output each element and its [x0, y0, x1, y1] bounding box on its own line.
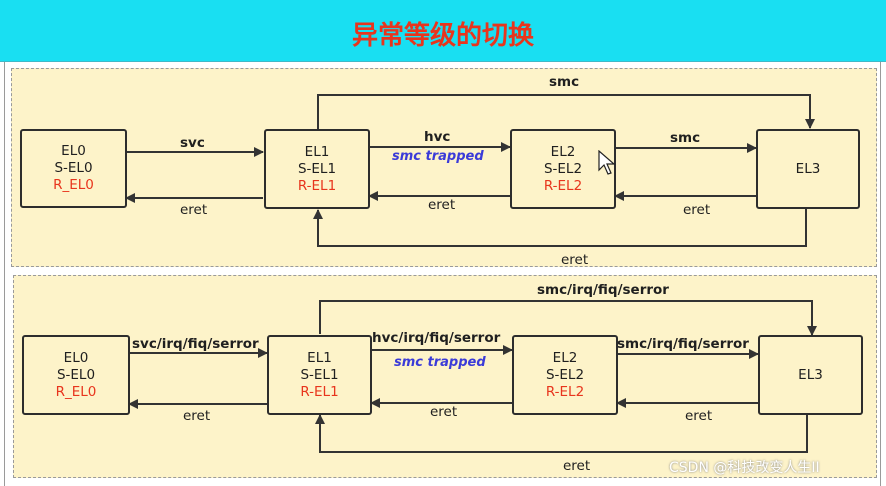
- label-smc-el2-el3: smc: [670, 130, 701, 146]
- label-hvc: hvc: [424, 129, 451, 145]
- el2-box-bottom: EL2 S-EL2 R-EL2: [512, 335, 618, 415]
- title-bar: 异常等级的切换: [0, 0, 886, 62]
- r-el0-label: R_EL0: [55, 383, 97, 400]
- label-eret-el1-el0: eret: [183, 408, 211, 424]
- r-el1-label: R-EL1: [300, 383, 339, 400]
- el0-box-bottom: EL0 S-EL0 R_EL0: [22, 335, 130, 415]
- r-el2-label: R-EL2: [543, 177, 583, 194]
- s-el1-label: S-EL1: [300, 366, 339, 383]
- mouse-cursor-icon: [598, 150, 616, 175]
- el1-label: EL1: [307, 349, 332, 366]
- label-smc-irq-fiq-serror-el2-el3: smc/irq/fiq/serror: [617, 336, 749, 352]
- arrow-bottom-el3-to-el1: [315, 414, 808, 453]
- el0-label: EL0: [61, 143, 86, 159]
- el3-box-top: EL3: [756, 129, 860, 209]
- label-svc: svc: [180, 135, 205, 151]
- el3-label: EL3: [795, 160, 821, 177]
- label-hvc-irq-fiq-serror: hvc/irq/fiq/serror: [372, 330, 501, 346]
- el0-label: EL0: [63, 349, 89, 366]
- label-eret-el1-el0: eret: [180, 202, 208, 218]
- r-el0-label: R_EL0: [53, 177, 94, 193]
- arrow-bottom-el1-to-el3: [319, 300, 817, 336]
- s-el1-label: S-EL1: [297, 160, 337, 177]
- el3-box-bottom: EL3: [758, 335, 863, 415]
- arrow-top-el1-to-el3: [317, 94, 815, 129]
- el1-box-top: EL1 S-EL1 R-EL1: [264, 129, 370, 209]
- arrow-top-el3-to-el1: [313, 209, 807, 247]
- s-el2-label: S-EL2: [543, 160, 583, 177]
- diagram-panel-top: [11, 68, 877, 267]
- watermark: CSDN @科技改变人生II: [669, 460, 820, 476]
- label-eret-el2-el1: eret: [430, 404, 458, 420]
- el1-box-bottom: EL1 S-EL1 R-EL1: [267, 335, 372, 415]
- label-eret-el3-el2: eret: [685, 408, 713, 424]
- s-el2-label: S-EL2: [545, 366, 585, 383]
- el2-label: EL2: [550, 143, 576, 160]
- label-eret-el3-el2: eret: [683, 202, 711, 218]
- s-el0-label: S-EL0: [56, 366, 96, 383]
- label-smc-trapped: smc trapped: [392, 149, 484, 164]
- label-eret-el3-el1: eret: [563, 458, 591, 474]
- label-smc-irq-fiq-serror-el1-el3: smc/irq/fiq/serror: [537, 282, 669, 298]
- el2-box-top: EL2 S-EL2 R-EL2: [510, 129, 616, 209]
- label-smc-trapped: smc trapped: [394, 355, 486, 370]
- label-smc-el1-el3: smc: [549, 74, 580, 90]
- s-el0-label: S-EL0: [54, 160, 93, 176]
- el1-label: EL1: [304, 143, 330, 160]
- page-title: 异常等级的切换: [351, 21, 534, 51]
- label-eret-el3-el1: eret: [561, 252, 589, 268]
- el3-label: EL3: [798, 366, 823, 383]
- label-svc-irq-fiq-serror: svc/irq/fiq/serror: [132, 336, 259, 352]
- content-frame: [4, 62, 881, 486]
- r-el2-label: R-EL2: [545, 383, 585, 400]
- diagram-panel-bottom: [13, 275, 877, 478]
- r-el1-label: R-EL1: [297, 177, 337, 194]
- el0-box-top: EL0 S-EL0 R_EL0: [20, 129, 127, 208]
- label-eret-el2-el1: eret: [428, 197, 456, 213]
- el2-label: EL2: [552, 349, 578, 366]
